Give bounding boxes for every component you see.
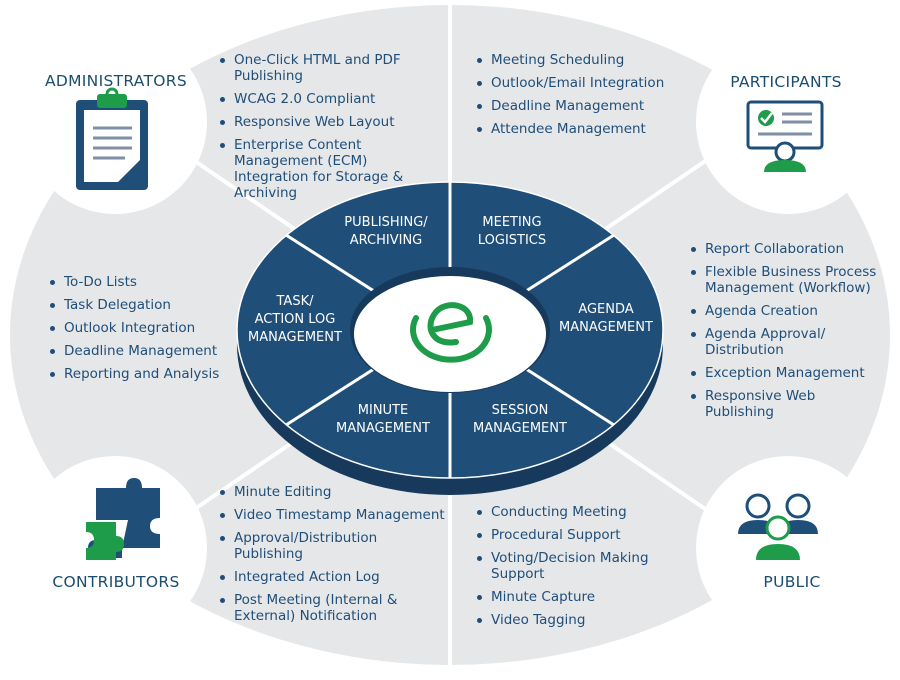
list-item: Deadline Management — [50, 343, 240, 359]
list-item: Agenda Approval/ Distribution — [691, 326, 886, 358]
group-icon — [738, 493, 818, 560]
role-participants: PARTICIPANTS — [730, 73, 842, 91]
list-item: WCAG 2.0 Compliant — [220, 91, 440, 107]
list-item: Agenda Creation — [691, 303, 886, 319]
segment-meeting-logistics: MEETING LOGISTICS — [452, 214, 572, 250]
segment-label-line: MANAGEMENT — [473, 421, 567, 436]
segment-label-line: AGENDA — [578, 302, 634, 317]
segment-label-line: MANAGEMENT — [559, 320, 653, 335]
segment-label-line: MINUTE — [357, 403, 409, 418]
role-administrators: ADMINISTRATORS — [45, 72, 187, 90]
puzzle-icon — [86, 478, 160, 560]
list-item: Responsive Web Publishing — [691, 388, 886, 420]
list-item: Responsive Web Layout — [220, 114, 440, 130]
list-item: Report Collaboration — [691, 241, 886, 257]
segment-minute-management: MINUTE MANAGEMENT — [323, 402, 443, 438]
segment-publishing-archiving: PUBLISHING/ ARCHIVING — [326, 214, 446, 250]
minute-feature-list: Minute Editing Video Timestamp Managemen… — [220, 484, 445, 631]
segment-label-line: SESSION — [491, 403, 549, 418]
list-item: Video Tagging — [477, 612, 677, 628]
list-item: Flexible Business Process Management (Wo… — [691, 264, 886, 296]
inner-face — [354, 276, 546, 392]
session-feature-list: Conducting Meeting Procedural Support Vo… — [477, 504, 677, 635]
list-item: Task Delegation — [50, 297, 240, 313]
list-item: Meeting Scheduling — [477, 52, 687, 68]
list-item: Enterprise Content Management (ECM) Inte… — [220, 137, 440, 201]
segment-label-line: MEETING — [482, 215, 542, 230]
clipboard-icon — [76, 87, 148, 190]
segment-session-management: SESSION MANAGEMENT — [460, 402, 580, 438]
meeting-feature-list: Meeting Scheduling Outlook/Email Integra… — [477, 52, 687, 144]
segment-label-line: MANAGEMENT — [336, 421, 430, 436]
role-contributors: CONTRIBUTORS — [52, 573, 180, 591]
list-item: Voting/Decision Making Support — [477, 550, 677, 582]
list-item: Approval/Distribution Publishing — [220, 530, 445, 562]
segment-label-line: PUBLISHING/ — [344, 215, 428, 230]
publishing-feature-list: One-Click HTML and PDF Publishing WCAG 2… — [220, 52, 440, 208]
segment-task-action-log: TASK/ ACTION LOG MANAGEMENT — [235, 293, 355, 347]
screen-user-icon — [746, 100, 824, 172]
role-public: PUBLIC — [763, 573, 821, 591]
list-item: Outlook/Email Integration — [477, 75, 687, 91]
list-item: Minute Editing — [220, 484, 445, 500]
e-logo-icon — [410, 302, 492, 363]
segment-label-line: MANAGEMENT — [248, 330, 342, 345]
list-item: Video Timestamp Management — [220, 507, 445, 523]
list-item: Attendee Management — [477, 121, 687, 137]
list-item: Post Meeting (Internal & External) Notif… — [220, 592, 445, 624]
list-item: Procedural Support — [477, 527, 677, 543]
agenda-feature-list: Report Collaboration Flexible Business P… — [691, 241, 886, 427]
segment-agenda-management: AGENDA MANAGEMENT — [546, 301, 666, 337]
list-item: Outlook Integration — [50, 320, 240, 336]
segment-label-line: ACTION LOG — [254, 312, 336, 327]
list-item: Exception Management — [691, 365, 886, 381]
list-item: Deadline Management — [477, 98, 687, 114]
list-item: One-Click HTML and PDF Publishing — [220, 52, 440, 84]
list-item: Integrated Action Log — [220, 569, 445, 585]
segment-separators — [285, 182, 615, 478]
segment-label-line: LOGISTICS — [477, 233, 547, 248]
segment-label-line: TASK/ — [276, 294, 314, 309]
list-item: Conducting Meeting — [477, 504, 677, 520]
segment-label-line: ARCHIVING — [349, 233, 423, 248]
list-item: Reporting and Analysis — [50, 366, 240, 382]
task-feature-list: To-Do Lists Task Delegation Outlook Inte… — [50, 274, 240, 389]
list-item: To-Do Lists — [50, 274, 240, 290]
list-item: Minute Capture — [477, 589, 677, 605]
